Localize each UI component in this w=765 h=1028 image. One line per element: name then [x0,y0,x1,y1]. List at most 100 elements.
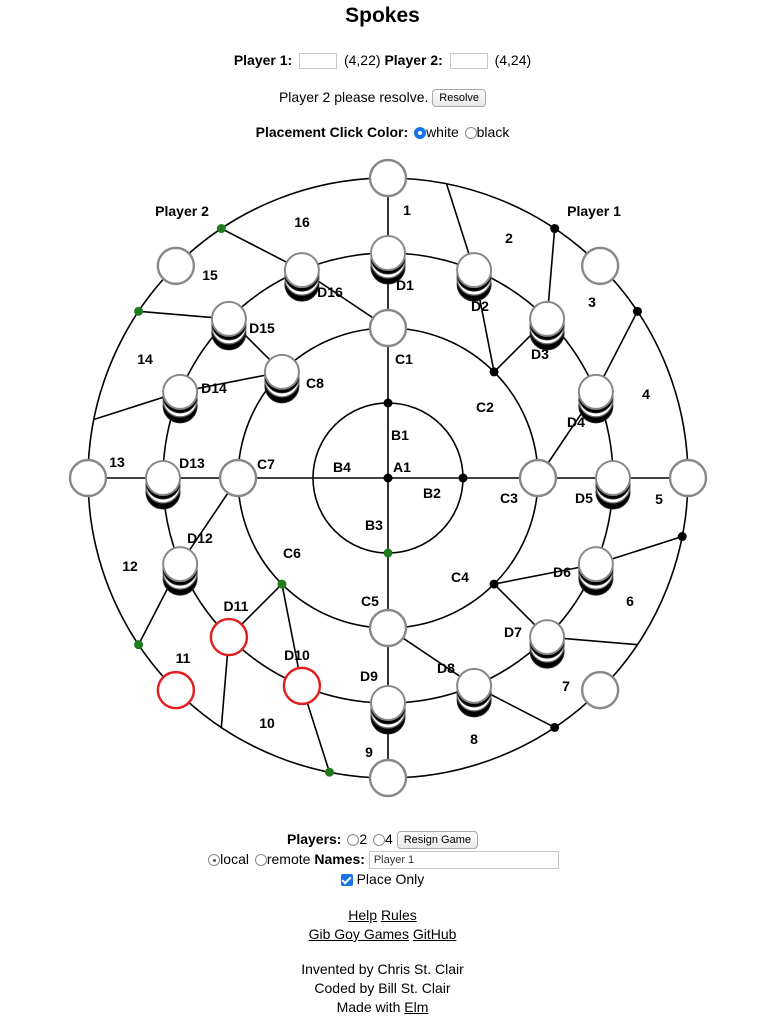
external-links: Gib Goy Games GitHub [0,926,765,942]
elm-link[interactable]: Elm [404,999,429,1015]
intersection-dot [277,579,287,589]
node-outer[interactable] [368,158,408,198]
player1-label: Player 1: [233,52,293,68]
label-outer-15: 15 [202,267,218,283]
node-outer[interactable] [156,246,196,286]
intersection-dot [216,224,226,234]
node-d7[interactable] [529,619,566,669]
credit-made-with: Made with Elm [0,999,765,1015]
resign-game-button[interactable]: Resign Game [396,831,478,850]
stone-top [162,546,199,583]
node-outer[interactable] [580,246,620,286]
player2-input[interactable] [449,53,488,70]
label-c7: C7 [257,456,275,472]
node-c5[interactable] [368,608,408,648]
node-d11[interactable] [209,617,249,657]
score-bar: Player 1: (4,22) Player 2: (4,24) [0,52,765,70]
label-d8: D8 [437,660,455,676]
label-outer-11: 11 [176,650,191,666]
board-pieces[interactable] [68,158,708,798]
placement-color-label: Placement Click Color: [255,124,409,140]
player1-input[interactable] [299,53,338,70]
players-2-radio[interactable] [347,834,360,846]
node-outer[interactable] [156,670,196,710]
resolve-button[interactable]: Resolve [432,89,487,108]
stone-top [145,460,181,496]
label-c2: C2 [476,399,494,415]
node-d6[interactable] [577,546,614,596]
credit-coded: Coded by Bill St. Clair [314,980,451,996]
node-outer[interactable] [668,458,708,498]
stone-top [529,300,566,337]
node-outer[interactable] [580,670,620,710]
label-d3: D3 [531,346,549,362]
label-outer-13: 13 [109,454,125,470]
corner-label-player1: Player 1 [567,203,621,219]
node-d9[interactable] [370,685,406,735]
node-c7[interactable] [218,458,258,498]
made-with-text: Made with [336,999,401,1015]
node-d2[interactable] [456,252,493,302]
node-outer[interactable] [68,458,108,498]
intersection-dot [489,367,499,377]
label-b2: B2 [423,485,441,501]
node-d13[interactable] [145,460,181,510]
node-d5[interactable] [595,460,631,510]
stone-top [595,460,631,496]
placement-color-row: Placement Click Color: white black [0,124,765,140]
intersection-dot [383,473,393,483]
white-radio[interactable] [414,127,427,139]
node-c1[interactable] [368,308,408,348]
node-d4[interactable] [577,373,614,424]
status-row: Player 2 please resolve. Resolve [0,89,765,108]
gibgoy-link[interactable]: Gib Goy Games [308,926,409,942]
rules-link[interactable]: Rules [380,907,417,923]
label-b1: B1 [391,427,409,443]
stone-top [456,667,493,704]
intersection-dot [458,473,468,483]
credit-invented: Invented by Chris St. Clair [301,961,464,977]
node-c3[interactable] [518,458,558,498]
node-d12[interactable] [162,546,199,596]
node-d3[interactable] [529,300,566,351]
node-d1[interactable] [370,235,406,285]
place-only-row: Place Only [0,871,765,887]
label-d15: D15 [249,320,275,336]
github-link[interactable]: GitHub [412,926,457,942]
node-outer[interactable] [368,758,408,798]
node-d16[interactable] [283,252,320,302]
label-outer-7: 7 [562,678,570,694]
label-outer-6: 6 [626,593,634,609]
intersection-dot [677,532,687,542]
stone-top [370,235,406,271]
node-d10[interactable] [282,666,322,706]
node-d15[interactable] [210,300,247,351]
label-c4: C4 [451,569,469,585]
stone-top [529,619,566,656]
label-outer-5: 5 [655,491,663,507]
label-d2: D2 [471,298,489,314]
stone-top [162,373,199,410]
label-d7: D7 [504,624,522,640]
local-radio[interactable] [208,854,221,866]
black-radio[interactable] [464,127,477,139]
corner-label-player2: Player 2 [155,203,209,219]
label-d1: D1 [396,277,414,293]
remote-radio[interactable] [254,854,267,866]
intersection-dot [550,722,560,732]
players-2-label: 2 [359,831,368,847]
node-d14[interactable] [162,373,199,424]
name-input[interactable]: Player 1 [368,851,559,870]
node-d8[interactable] [456,667,493,718]
node-c8[interactable] [263,353,300,404]
players-4-radio[interactable] [373,834,386,846]
page-title: Spokes [345,4,420,27]
label-outer-8: 8 [470,731,478,747]
help-link[interactable]: Help [348,907,378,923]
place-only-checkbox[interactable] [340,874,353,886]
label-d10: D10 [284,647,310,663]
intersection-dot [324,767,334,777]
local-label: local [220,851,249,867]
